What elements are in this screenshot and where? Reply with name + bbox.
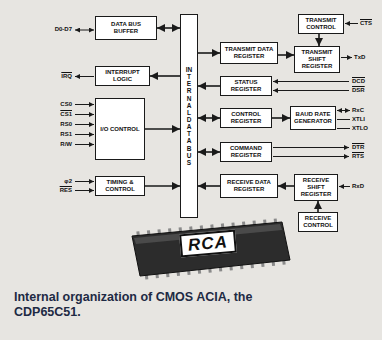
bus-connector (198, 117, 220, 119)
signal-name: R/W (40, 141, 72, 148)
register-box: STATUS REGISTER (220, 76, 272, 96)
chip-body (132, 222, 290, 276)
register-box: RECEIVE SHIFT REGISTER (294, 174, 338, 201)
bus-connector (198, 151, 220, 153)
signal-name: RTS (352, 153, 364, 160)
cs0-wire (75, 104, 94, 105)
bus-connector (150, 75, 180, 77)
reset-wire (75, 190, 94, 191)
block-label: RECEIVE CONTROL (302, 215, 334, 229)
block-label: TRANSMIT CONTROL (302, 17, 340, 31)
block-label: INTERNAL DATA BUS (186, 66, 193, 166)
signal-name: DCD (352, 78, 365, 85)
signal-name: RS1 (40, 131, 72, 138)
signal-name: TxD (354, 54, 365, 61)
figure-caption: Internal organization of CMOS ACIA, the … (14, 290, 264, 320)
bus-connector (198, 185, 220, 187)
block-label: RECEIVE SHIFT REGISTER (298, 177, 334, 198)
rxd-wire (339, 186, 350, 187)
bus-connector (317, 201, 319, 212)
dcd-wire (273, 81, 349, 82)
block-label: BAUD RATE GENERATOR (294, 111, 332, 125)
signal-name: RES (40, 187, 72, 194)
logic-box: INTERRUPT LOGIC (95, 66, 150, 86)
block-label: INTERRUPT LOGIC (99, 69, 146, 83)
signal-name: φ2 (40, 178, 72, 185)
signal-name: D0-D7 (40, 26, 72, 33)
signal-name: DTR (352, 144, 364, 151)
data-bus: INTERNAL DATA BUS (180, 14, 198, 218)
bus-connector (157, 27, 180, 29)
register-box: TRANSMIT SHIFT REGISTER (294, 46, 340, 73)
rxc-wire (337, 110, 350, 111)
signal-name: CS1 (40, 111, 72, 118)
control-box: TRANSMIT CONTROL (298, 14, 344, 34)
data-bus-wire (75, 30, 94, 31)
signal-name: DSR (352, 87, 365, 94)
control-box: TIMING & CONTROL (95, 176, 145, 196)
xtli-wire (337, 119, 350, 120)
block-label: TIMING & CONTROL (99, 179, 141, 193)
block-label: TRANSMIT SHIFT REGISTER (298, 49, 336, 70)
signal-name: CS0 (40, 101, 72, 108)
signal-name: RS0 (40, 121, 72, 128)
block-label: STATUS REGISTER (224, 79, 268, 93)
rts-wire (273, 156, 349, 157)
buffer-box: DATA BUS BUFFER (95, 16, 157, 40)
control-box: RECEIVE CONTROL (298, 212, 338, 232)
brand-logo: RCA (179, 230, 237, 258)
bus-connector (198, 85, 220, 87)
signal-name: CTS (360, 20, 372, 27)
bus-connector (272, 117, 290, 119)
cs1-wire (75, 114, 94, 115)
rw-wire (75, 144, 94, 145)
rs1-wire (75, 134, 94, 135)
block-label: RECEIVE DATA REGISTER (224, 179, 274, 193)
bus-connector (145, 128, 180, 130)
cts-wire (345, 23, 358, 24)
bus-connector (318, 34, 320, 46)
chip-illustration (132, 219, 290, 280)
signal-name: XTLO (352, 125, 368, 132)
block-label: CONTROL REGISTER (224, 111, 268, 125)
block-label: I/O CONTROL (100, 126, 139, 133)
clock-wire (75, 181, 94, 182)
txd-wire (341, 57, 352, 58)
rs0-wire (75, 124, 94, 125)
register-box: TRANSMIT DATA REGISTER (220, 42, 278, 64)
signal-name: XTLI (352, 116, 365, 123)
control-box: I/O CONTROL (95, 98, 145, 160)
irq-wire (75, 76, 94, 77)
register-box: COMMAND REGISTER (220, 142, 272, 162)
block-label: COMMAND REGISTER (224, 145, 268, 159)
bus-connector (278, 185, 294, 187)
signal-name: RxC (352, 107, 364, 114)
bus-connector (145, 185, 180, 187)
register-box: RECEIVE DATA REGISTER (220, 174, 278, 198)
dsr-wire (273, 90, 349, 91)
signal-name: RxD (352, 183, 364, 190)
block-label: DATA BUS BUFFER (99, 21, 153, 35)
dtr-wire (273, 147, 349, 148)
block-label: TRANSMIT DATA REGISTER (224, 46, 274, 60)
generator-box: BAUD RATE GENERATOR (290, 106, 336, 130)
bus-connector (278, 54, 294, 56)
register-box: CONTROL REGISTER (220, 108, 272, 128)
bus-connector (198, 52, 220, 54)
signal-name: IRQ (48, 73, 72, 80)
xtlo-wire (337, 128, 350, 129)
